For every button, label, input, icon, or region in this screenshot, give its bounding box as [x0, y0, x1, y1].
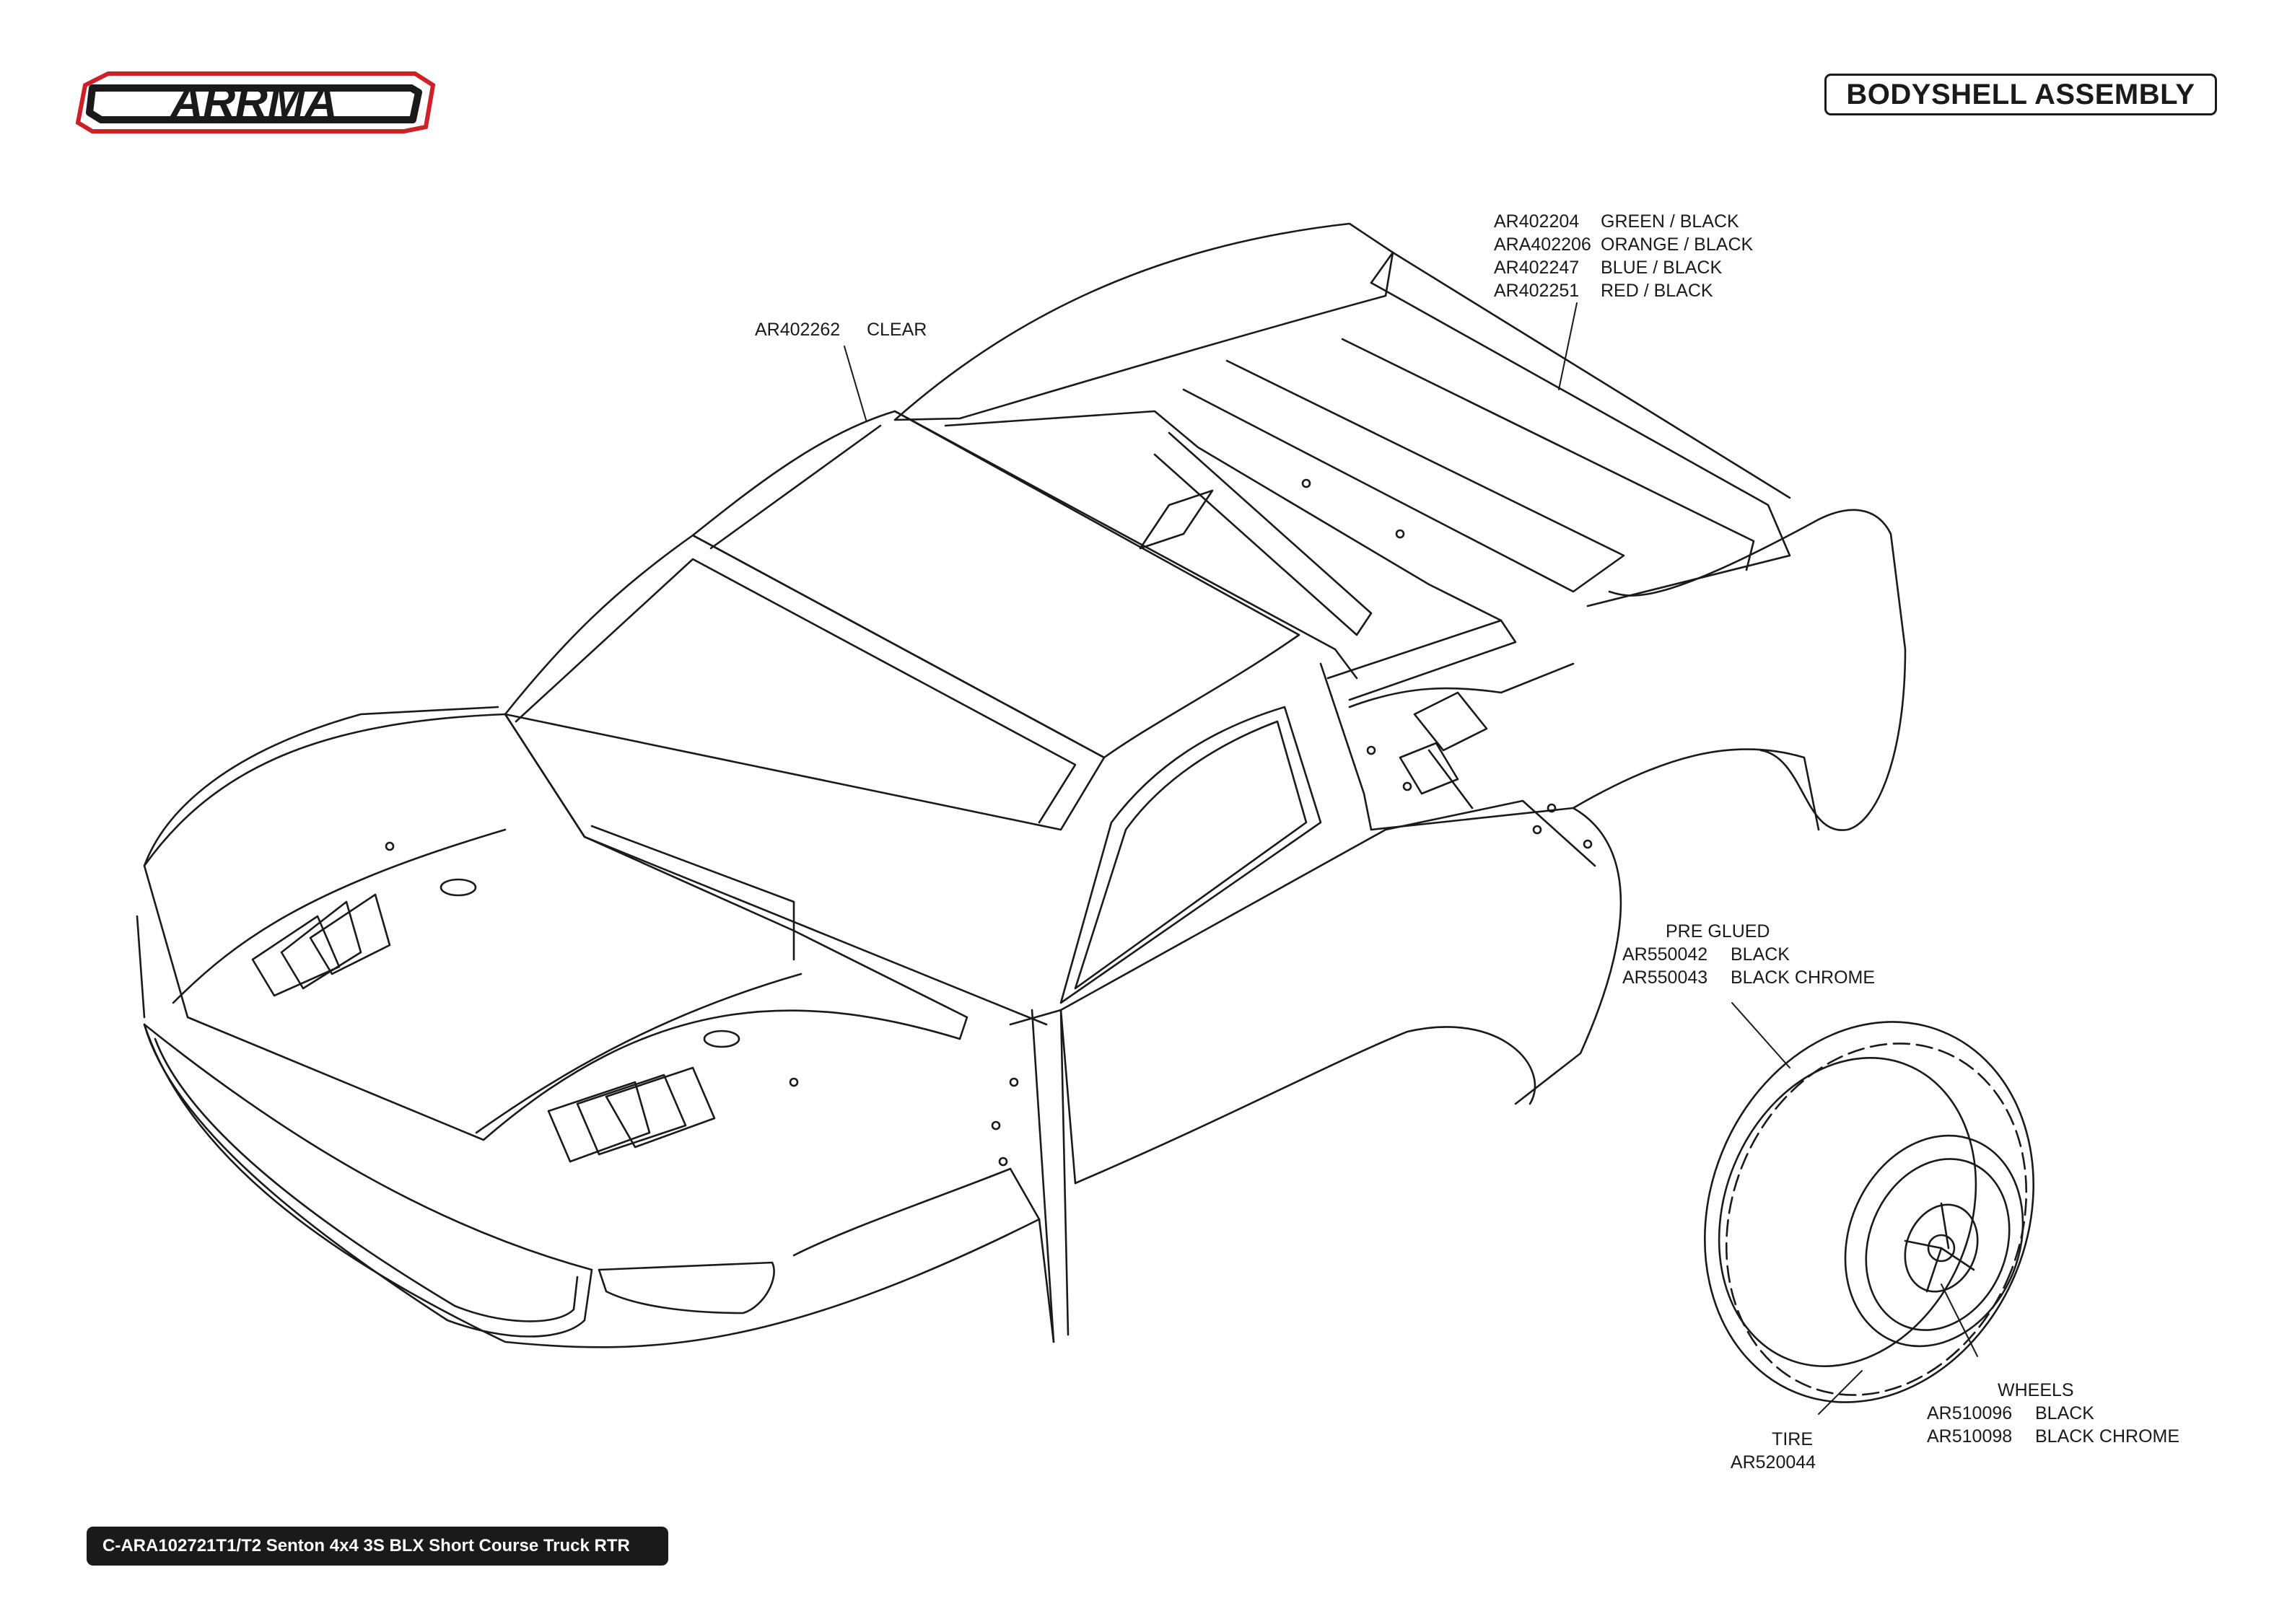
hood [143, 706, 968, 1163]
wing-row: AR402247 BLUE / BLACK [1494, 257, 1753, 280]
callout-wing: AR402204 GREEN / BLACK ARA402206 ORANGE / … [1494, 211, 1753, 303]
logo-lettering: ARRMA [170, 77, 338, 127]
wheels-row: AR510096 BLACK [1927, 1403, 2179, 1426]
part-description: ORANGE / BLACK [1601, 234, 1754, 255]
cab-roof [504, 410, 1358, 1026]
section-title: BODYSHELL ASSEMBLY [1824, 74, 2217, 115]
part-description: RED / BLACK [1601, 281, 1713, 301]
part-number: AR402204 [1494, 211, 1580, 232]
pre-glued-row: AR550043 BLACK CHROME [1622, 967, 1875, 990]
front-bumper [136, 915, 1055, 1348]
body-side [991, 478, 1820, 1343]
wheels-heading: WHEELS [1998, 1380, 2074, 1400]
callout-wheels: WHEELS AR510096 BLACK AR510098 BLACK CHROM… [1927, 1379, 2179, 1449]
part-number: AR550042 [1622, 944, 1708, 965]
part-number: ARA402206 [1494, 234, 1591, 255]
pre-glued-row: AR550042 BLACK [1622, 944, 1875, 967]
roll-cage [944, 410, 1575, 809]
wing-row: AR402204 GREEN / BLACK [1494, 211, 1753, 234]
wing-row: ARA402206 ORANGE / BLACK [1494, 234, 1753, 257]
callout-pre-glued: PRE GLUED AR550042 BLACK AR550043 BLACK CH… [1622, 921, 1875, 990]
rear-wing [893, 222, 1907, 831]
part-description: BLACK [1731, 944, 1790, 965]
part-description: BLUE / BLACK [1601, 258, 1723, 278]
part-number: AR402247 [1494, 258, 1580, 278]
part-description: CLEAR [866, 320, 927, 340]
part-description: BLACK CHROME [2035, 1426, 2180, 1447]
model-footer: C-ARA102721T1/T2 Senton 4x4 3S BLX Short… [87, 1527, 668, 1566]
callout-windows: AR402262 CLEAR [755, 319, 927, 341]
part-number: AR402262 [755, 320, 841, 340]
wheels-row: AR510098 BLACK CHROME [1927, 1426, 2179, 1449]
wheel-tire [1704, 1021, 2034, 1403]
part-description: BLACK CHROME [1731, 967, 1876, 988]
part-number: AR510096 [1927, 1403, 2013, 1423]
tire-part-number: AR520044 [1730, 1452, 1816, 1472]
part-number: AR402251 [1494, 281, 1580, 301]
part-description: GREEN / BLACK [1601, 211, 1739, 232]
tire-heading: TIRE [1772, 1429, 1813, 1449]
leader-lines [844, 302, 1978, 1415]
wing-row: AR402251 RED / BLACK [1494, 280, 1753, 303]
part-description: BLACK [2035, 1403, 2094, 1423]
part-number: AR550043 [1622, 967, 1708, 988]
pre-glued-heading: PRE GLUED [1666, 921, 1770, 942]
callout-tire: TIRE AR520044 [1726, 1428, 1820, 1475]
side-window [1059, 662, 1373, 1004]
arrma-logo: ARRMA [75, 71, 436, 133]
part-number: AR510098 [1927, 1426, 2013, 1447]
